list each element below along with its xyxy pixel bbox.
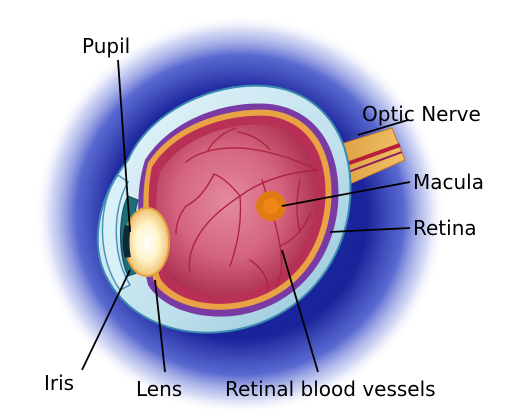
label-lens: Lens	[136, 379, 182, 399]
label-iris: Iris	[44, 373, 74, 393]
label-macula: Macula	[413, 172, 484, 192]
lens	[125, 208, 169, 276]
label-retina: Retina	[413, 218, 477, 238]
label-optic-nerve: Optic Nerve	[362, 104, 481, 124]
label-pupil: Pupil	[82, 36, 130, 56]
label-retinal-blood-vessels: Retinal blood vessels	[225, 379, 436, 399]
